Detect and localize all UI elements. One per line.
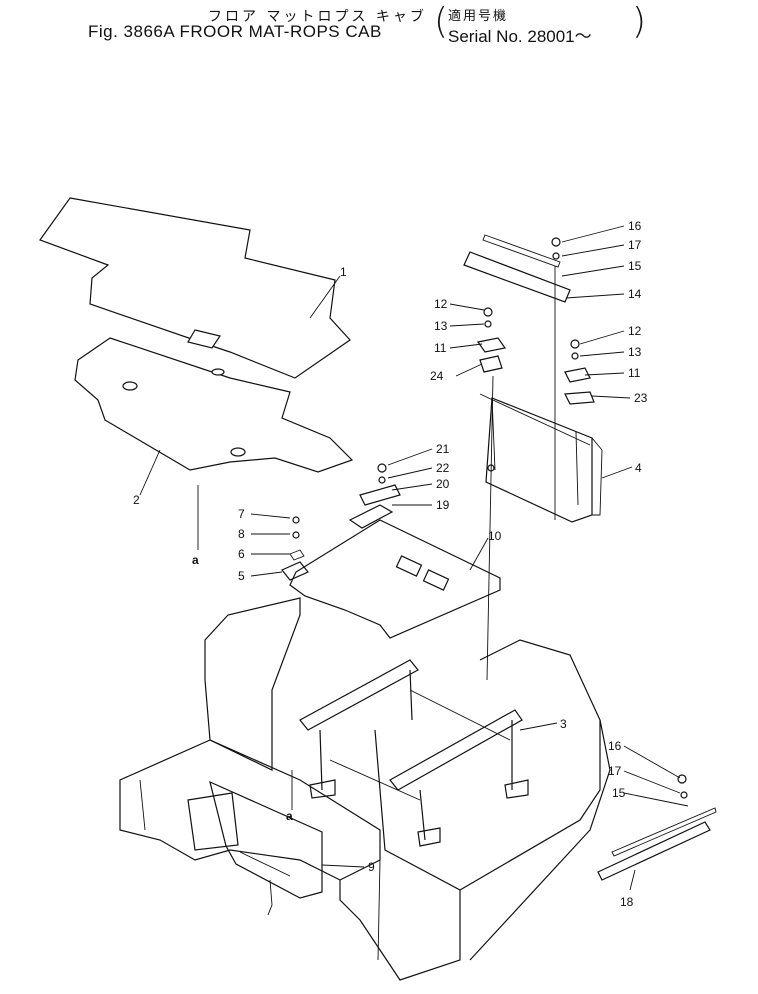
side-bracket <box>209 780 323 916</box>
callout-14: 14 <box>628 287 642 301</box>
support-frame <box>299 659 529 847</box>
callout-11b: 11 <box>628 366 641 380</box>
callout-13b: 13 <box>628 345 642 359</box>
callout-5: 5 <box>238 569 245 583</box>
callout-16b: 16 <box>608 739 622 753</box>
callout-23: 23 <box>634 391 648 405</box>
callout-15a: 15 <box>628 259 642 273</box>
open-paren: ( <box>434 1 449 42</box>
callout-15b: 15 <box>612 786 626 800</box>
strip-lower <box>597 807 717 881</box>
callout-9: 9 <box>368 860 375 874</box>
serial-number: Serial No. 28001～ <box>448 27 592 46</box>
callout-17b: 17 <box>608 764 622 778</box>
callout-2: 2 <box>133 493 140 507</box>
reference-a-lower: a <box>286 809 293 823</box>
side-panel <box>479 393 603 523</box>
reference-a-upper: a <box>192 553 199 567</box>
callout-17a: 17 <box>628 238 642 252</box>
fasteners <box>292 237 688 799</box>
callout-21: 21 <box>436 442 450 456</box>
strip-upper <box>463 234 571 303</box>
floor-mat-lower <box>74 337 354 473</box>
serial-japanese: 適用号機 <box>448 9 509 24</box>
callout-19: 19 <box>436 498 450 512</box>
callout-12b: 12 <box>628 324 642 338</box>
callout-4: 4 <box>635 461 642 475</box>
callout-18: 18 <box>620 895 634 909</box>
callout-1: 1 <box>340 265 347 279</box>
bracket-19 <box>348 484 401 529</box>
callout-22: 22 <box>436 461 450 475</box>
floor-plate <box>289 519 501 639</box>
callout-3: 3 <box>560 717 567 731</box>
callout-8: 8 <box>238 527 245 541</box>
callout-12a: 12 <box>434 297 448 311</box>
bracket-5 <box>281 549 309 581</box>
callout-24: 24 <box>430 369 444 383</box>
title-japanese: フロア マットロプス キャブ <box>208 9 427 25</box>
cab-body <box>119 597 611 981</box>
callout-16a: 16 <box>628 219 642 233</box>
callout-20: 20 <box>436 477 450 491</box>
floor-mat-upper <box>39 197 351 379</box>
callout-7: 7 <box>238 507 245 521</box>
figure-title: Fig. 3866A FROOR MAT-ROPS CAB <box>88 22 382 41</box>
callout-13a: 13 <box>434 319 448 333</box>
callout-6: 6 <box>238 547 245 561</box>
callout-labels: 1 2 3 4 5 6 7 8 9 10 11 11 12 12 13 13 1… <box>133 219 648 909</box>
close-paren: ) <box>632 1 647 42</box>
callout-10: 10 <box>488 529 502 543</box>
leader-lines <box>139 225 689 891</box>
callout-11a: 11 <box>434 341 447 355</box>
